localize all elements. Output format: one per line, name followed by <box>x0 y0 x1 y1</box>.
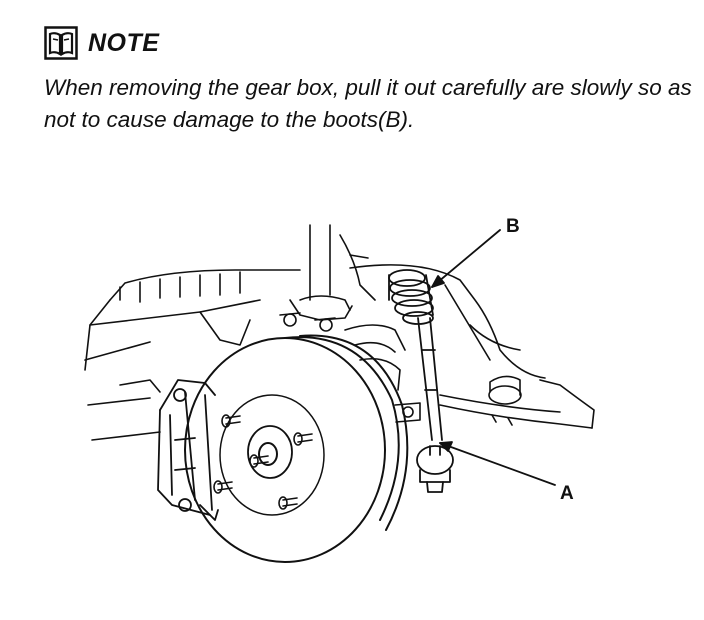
wheel-studs <box>213 414 313 510</box>
tie-rod <box>416 317 454 493</box>
brake-caliper <box>157 379 219 521</box>
knuckle <box>344 324 421 423</box>
callout-label-b: B <box>506 216 520 237</box>
callout-leaders <box>431 229 556 486</box>
strut <box>279 224 376 332</box>
note-text: When removing the gear box, pull it out … <box>44 75 692 132</box>
callout-label-a: A <box>560 483 574 504</box>
note-title: NOTE <box>88 28 160 57</box>
steering-boot <box>388 269 434 325</box>
manual-book-icon <box>44 26 78 60</box>
brake-disc <box>184 334 409 563</box>
subframe-body <box>84 264 595 441</box>
note-header: NOTE <box>44 26 159 60</box>
